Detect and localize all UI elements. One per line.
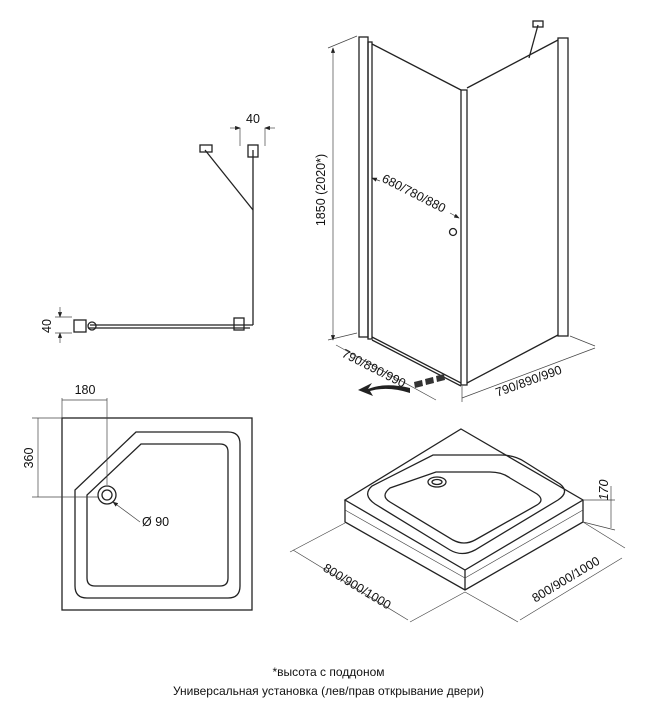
footnote-install: Универсальная установка (лев/прав открыв…: [172, 684, 485, 698]
tray-height-dim: 170: [597, 480, 611, 501]
plan-stabilizer-bar: [204, 149, 254, 211]
plan-top-offset: 40: [246, 112, 260, 126]
right-wall-profile: [557, 37, 569, 337]
left-wall-profile: [358, 36, 369, 338]
drain-icon: [97, 485, 117, 505]
stabilizer-bar: [528, 24, 539, 59]
door-edge-profile: [460, 89, 468, 386]
corner-cut-dim: 180: [75, 383, 96, 397]
door-swing-arrow-icon: [358, 383, 410, 396]
tray-top-view: 180 360 Ø 90: [22, 383, 253, 611]
tray-right-size-dim: 800/900/1000: [530, 554, 603, 605]
plan-view: 40 40: [40, 112, 275, 343]
right-width-dim: 790/890/990: [494, 363, 564, 400]
door-handle-icon: [448, 227, 458, 237]
plan-left-offset: 40: [40, 319, 54, 333]
drain-icon-3d: [427, 476, 447, 488]
tray-left-size-dim: 800/900/1000: [321, 561, 394, 612]
door-opening-dim: 680/780/880: [380, 171, 448, 215]
footnote-height: *высота с поддоном: [272, 665, 385, 679]
tray-3d: 800/900/1000 800/900/1000 170: [289, 428, 626, 623]
wall-bracket-icon: [199, 144, 213, 153]
drain-diameter-dim: Ø 90: [142, 515, 169, 529]
drain-offset-dim: 360: [22, 448, 36, 469]
height-dim: 1850 (2020*): [314, 154, 328, 226]
enclosure-3d: 1850 (2020*) 680/780/880 790/890/990 790…: [314, 20, 596, 402]
